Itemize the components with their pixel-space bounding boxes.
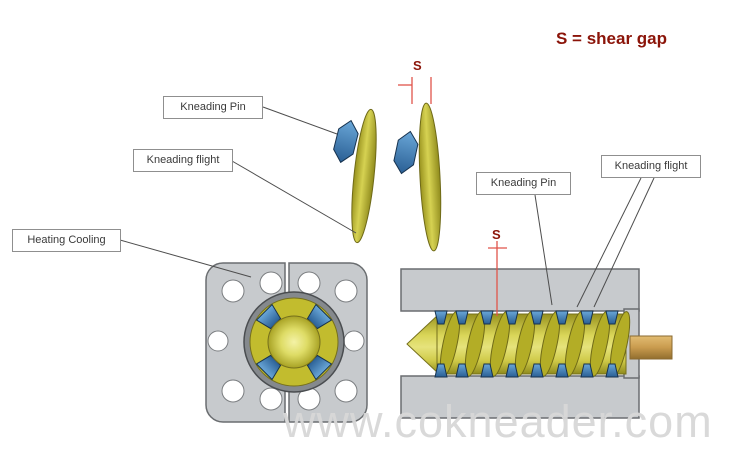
label-kneading-pin-detail: Kneading Pin [163, 96, 263, 119]
connector-lines [119, 106, 655, 308]
detail-view [333, 102, 442, 252]
kneading-flight-left-shape [351, 108, 377, 244]
screw-cone [406, 312, 440, 376]
kneading-pin-left-shape [333, 119, 359, 164]
kneading-pin-right-shape [393, 130, 419, 175]
page-title: S = shear gap [556, 29, 668, 48]
kneading-flight-right-shape [418, 102, 442, 252]
label-kneading-pin-section: Kneading Pin [476, 172, 571, 195]
side-section-view [400, 268, 673, 419]
label-heating-cooling: Heating Cooling [12, 229, 121, 252]
barrel-top [400, 268, 640, 312]
s-marker-section: S [492, 227, 501, 242]
barrel-bottom [400, 375, 640, 419]
s-marker-detail: S [413, 58, 422, 73]
label-kneading-flight-section: Kneading flight [601, 155, 701, 178]
screw-shaft [629, 335, 673, 360]
watermark-text: www.cokneader.com [283, 396, 713, 447]
screw-core [267, 315, 321, 369]
heating-cooling-holes [207, 271, 365, 411]
radial-pins [255, 303, 333, 381]
dimension-lines [398, 77, 507, 316]
cross-section-view [205, 262, 368, 423]
label-kneading-flight-detail: Kneading flight [133, 149, 233, 172]
